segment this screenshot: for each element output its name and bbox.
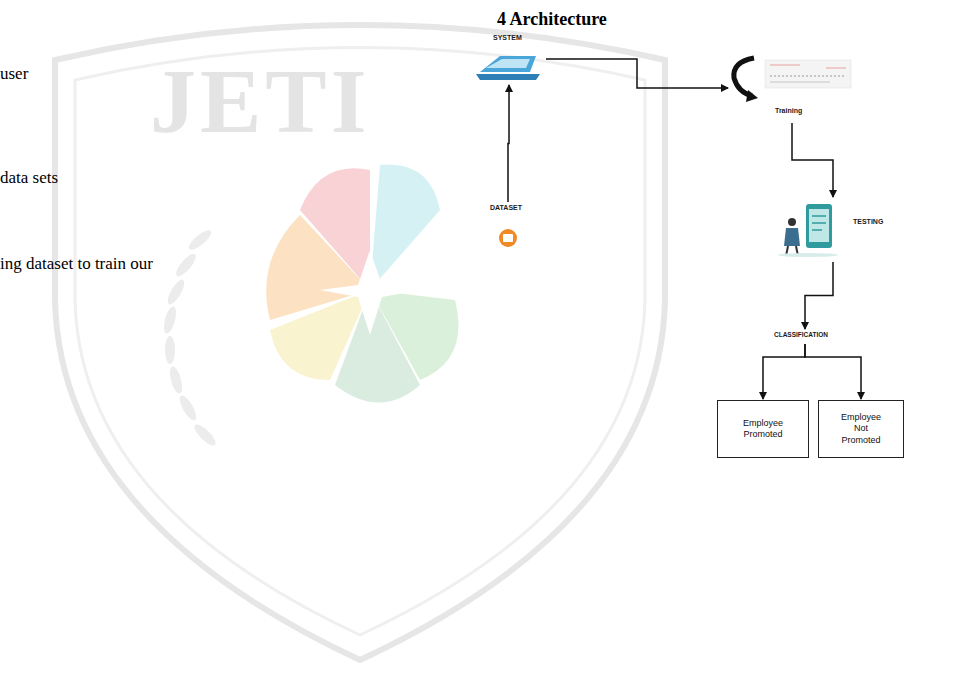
watermark-flower (266, 165, 458, 403)
watermark-shield (55, 25, 665, 660)
watermark-shield-inner (75, 48, 645, 636)
training-screenshot (765, 60, 851, 88)
process-box: Employee Promoted (717, 400, 809, 458)
watermark-laurel (162, 227, 219, 448)
testing-icon (778, 204, 838, 257)
section-heading: 4 Architecture (497, 9, 607, 30)
flow-arrow (805, 262, 833, 329)
node-label: Training (775, 107, 802, 114)
node-label: CLASSIFICATION (774, 331, 828, 338)
watermark-text: JETI (150, 48, 371, 154)
classification-node: CLASSIFICATION (774, 330, 836, 342)
body-text: ing dataset to train our (0, 254, 153, 274)
node-label: TESTING (853, 218, 883, 225)
process-box: Employee Not Promoted (818, 400, 904, 458)
laptop-icon (476, 56, 540, 80)
box-label: Employee Not Promoted (835, 412, 887, 446)
curved-arrow-head (746, 90, 758, 102)
box-label: Employee Promoted (737, 418, 789, 441)
flow-arrow (763, 344, 805, 399)
flow-arrow (792, 123, 833, 197)
dataset-node: DATASET (484, 204, 532, 252)
flow-arrow (508, 85, 509, 202)
testing-node: TESTING (778, 198, 888, 260)
curved-arrow (734, 58, 754, 96)
system-node: SYSTEM (474, 34, 544, 84)
dataset-icon (499, 229, 517, 247)
flow-arrow (805, 344, 861, 399)
body-text: data sets (0, 168, 58, 188)
node-label: DATASET (490, 204, 522, 211)
body-text: user (0, 64, 28, 84)
node-label: SYSTEM (493, 34, 522, 41)
flow-arrow (546, 59, 728, 88)
training-node: Training (730, 55, 854, 121)
